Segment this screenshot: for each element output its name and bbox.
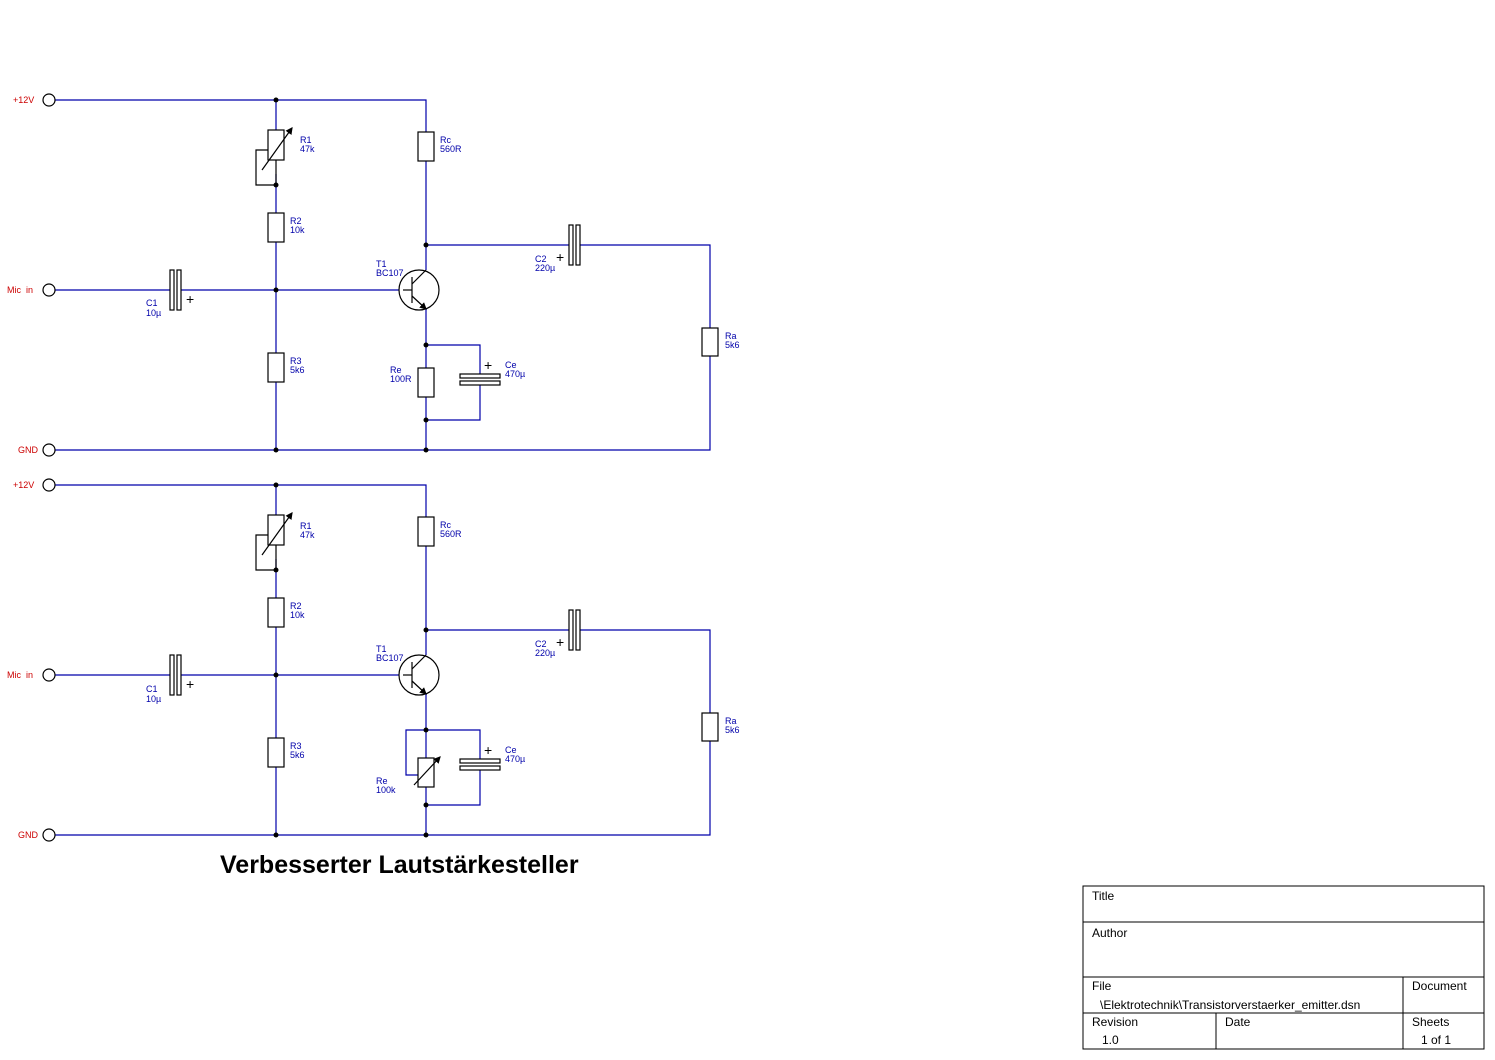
r2-ref: R2: [290, 216, 302, 226]
re-resistor: Re 100R: [390, 365, 435, 398]
c2-ref: C2: [535, 254, 547, 264]
re-value: 100k: [376, 785, 396, 795]
ce-ref: Ce: [505, 360, 517, 370]
re-ref: Re: [390, 365, 402, 375]
r3-value: 5k6: [290, 750, 305, 760]
r1-ref: R1: [300, 521, 312, 531]
r2-value: 10k: [290, 225, 305, 235]
ce-capacitor: + Ce 470µ: [459, 357, 525, 386]
c2-capacitor: + C2 220µ: [535, 224, 581, 273]
r2-resistor: R2 10k: [267, 212, 305, 243]
t1-transistor: T1 BC107: [376, 259, 440, 311]
circuit-lower: R1 47k R2 10k R3 5k6 Rc 560R T1 BC107: [7, 478, 740, 842]
port-gnd: GND: [18, 828, 56, 842]
r3-resistor: R3 5k6: [267, 352, 305, 383]
re-ref: Re: [376, 776, 388, 786]
c1-value: 10µ: [146, 694, 161, 704]
date-label: Date: [1225, 1015, 1251, 1029]
r3-value: 5k6: [290, 365, 305, 375]
sheets-value: 1 of 1: [1421, 1033, 1451, 1047]
port-gnd-label: GND: [18, 830, 39, 840]
t1-value: BC107: [376, 653, 404, 663]
c2-value: 220µ: [535, 263, 555, 273]
r1-ref: R1: [300, 135, 312, 145]
c1-capacitor: + C1 10µ: [146, 654, 194, 704]
c2-capacitor: + C2 220µ: [535, 609, 581, 658]
title-block: Title Author File \Elektrotechnik\Transi…: [1082, 885, 1485, 1050]
port-vcc: +12V: [13, 93, 56, 107]
sheets-label: Sheets: [1412, 1015, 1449, 1029]
c2-plus-sign: +: [556, 634, 564, 650]
t1-ref: T1: [376, 644, 387, 654]
c1-plus-sign: +: [186, 291, 194, 307]
t1-value: BC107: [376, 268, 404, 278]
t1-transistor: T1 BC107: [376, 644, 440, 696]
ra-ref: Ra: [725, 331, 737, 341]
circuit-upper: R1 47k R2 10k R3 5k6 Rc 560R T1: [7, 93, 740, 457]
ce-plus-sign: +: [484, 357, 492, 373]
junction-dots: [273, 482, 429, 838]
port-vcc: +12V: [13, 478, 56, 492]
revision-label: Revision: [1092, 1015, 1138, 1029]
r2-value: 10k: [290, 610, 305, 620]
r1-value: 47k: [300, 144, 315, 154]
r3-ref: R3: [290, 741, 302, 751]
rc-ref: Rc: [440, 520, 451, 530]
port-input-label: Mic in: [7, 285, 33, 295]
ce-ref: Ce: [505, 745, 517, 755]
ra-value: 5k6: [725, 725, 740, 735]
port-vcc-label: +12V: [13, 95, 34, 105]
ra-resistor: Ra 5k6: [701, 327, 740, 357]
r1-potentiometer: R1 47k: [255, 127, 315, 186]
c1-plus-sign: +: [186, 676, 194, 692]
ce-value: 470µ: [505, 369, 525, 379]
re-value: 100R: [390, 374, 412, 384]
port-vcc-label: +12V: [13, 480, 34, 490]
port-gnd: GND: [18, 443, 56, 457]
author-label: Author: [1092, 926, 1127, 940]
r1-value: 47k: [300, 530, 315, 540]
wires: [55, 99, 711, 451]
port-input: Mic in: [7, 668, 56, 682]
rc-ref: Rc: [440, 135, 451, 145]
file-value: \Elektrotechnik\Transistorverstaerker_em…: [1100, 998, 1360, 1012]
ce-plus-sign: +: [484, 742, 492, 758]
c2-value: 220µ: [535, 648, 555, 658]
junction-dots: [273, 97, 429, 453]
port-gnd-label: GND: [18, 445, 39, 455]
ce-capacitor: + Ce 470µ: [459, 742, 525, 771]
c1-ref: C1: [146, 684, 158, 694]
c1-ref: C1: [146, 298, 158, 308]
wires: [55, 484, 711, 836]
port-input-label: Mic in: [7, 670, 33, 680]
r3-ref: R3: [290, 356, 302, 366]
c2-ref: C2: [535, 639, 547, 649]
revision-value: 1.0: [1102, 1033, 1119, 1047]
rc-value: 560R: [440, 529, 462, 539]
rc-resistor: Rc 560R: [417, 516, 462, 547]
re-potentiometer: Re 100k: [376, 756, 441, 795]
sheet-heading: Verbesserter Lautstärkesteller: [220, 851, 579, 879]
rc-resistor: Rc 560R: [417, 131, 462, 162]
r3-resistor: R3 5k6: [267, 737, 305, 768]
t1-ref: T1: [376, 259, 387, 269]
ra-resistor: Ra 5k6: [701, 712, 740, 742]
c2-plus-sign: +: [556, 249, 564, 265]
file-label: File: [1092, 979, 1112, 993]
c1-value: 10µ: [146, 308, 161, 318]
r2-resistor: R2 10k: [267, 597, 305, 628]
r2-ref: R2: [290, 601, 302, 611]
ra-value: 5k6: [725, 340, 740, 350]
rc-value: 560R: [440, 144, 462, 154]
document-label: Document: [1412, 979, 1467, 993]
title-label: Title: [1092, 889, 1115, 903]
ce-value: 470µ: [505, 754, 525, 764]
r1-potentiometer: R1 47k: [255, 512, 315, 571]
ra-ref: Ra: [725, 716, 737, 726]
c1-capacitor: + C1 10µ: [146, 269, 194, 318]
port-input: Mic in: [7, 283, 56, 297]
